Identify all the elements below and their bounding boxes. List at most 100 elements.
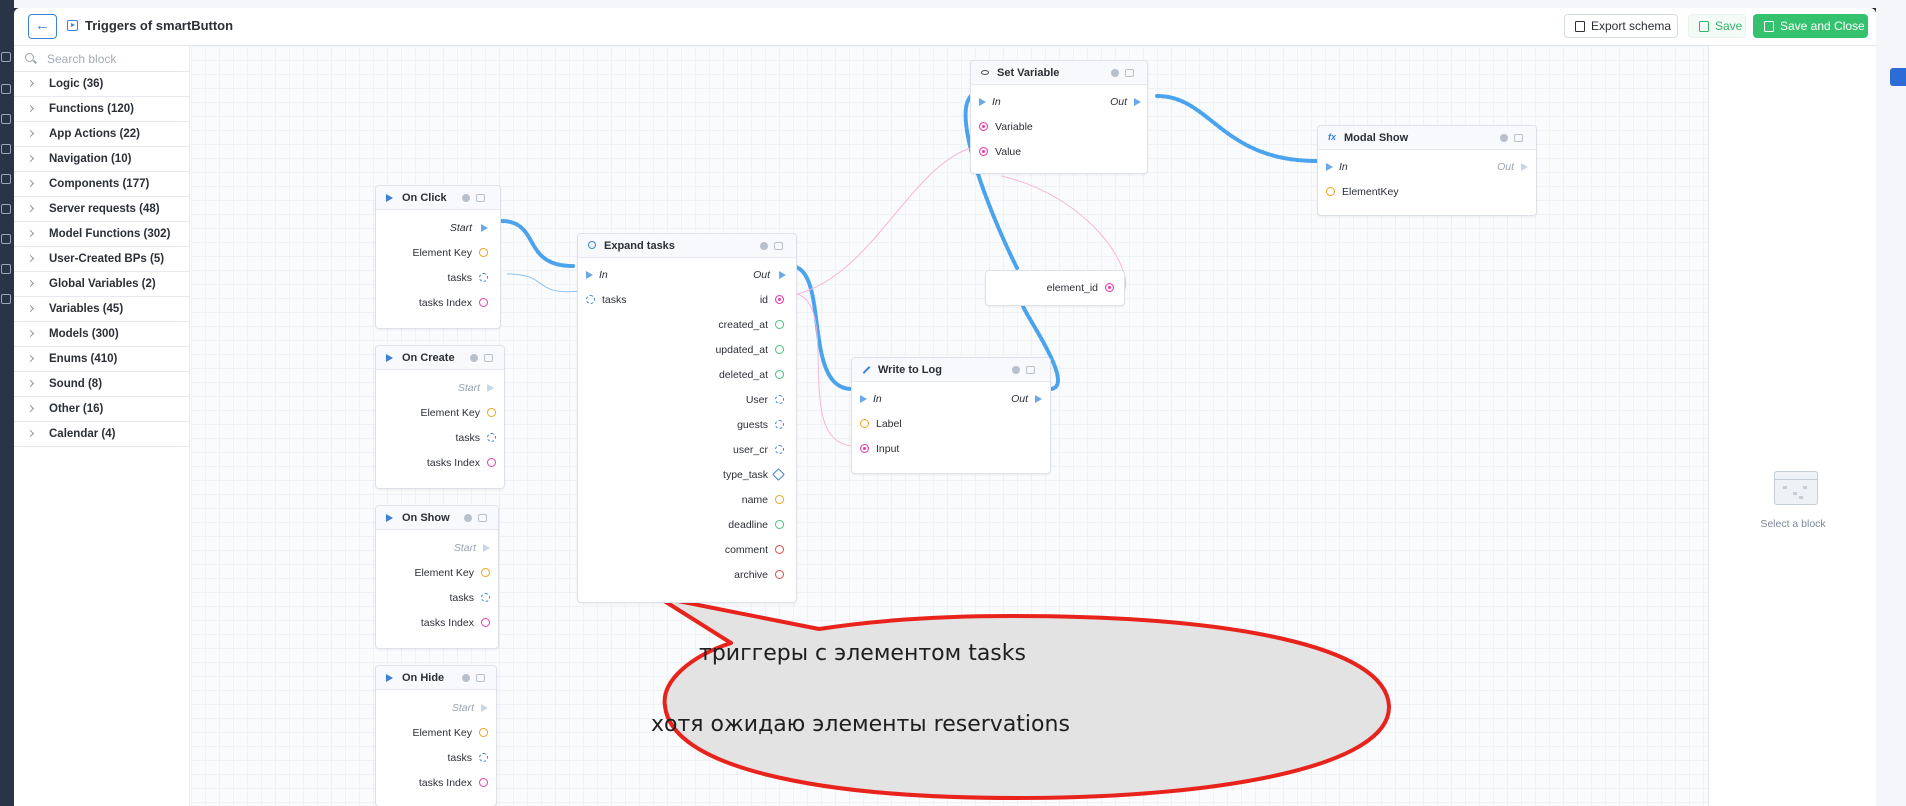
category-functions[interactable]: Functions (120) — [14, 97, 190, 122]
data-pin[interactable] — [481, 593, 490, 602]
category-components[interactable]: Components (177) — [14, 172, 190, 197]
exec-out-pin[interactable] — [1134, 98, 1141, 106]
pin-start: Start — [457, 382, 480, 394]
exec-out-pin[interactable] — [481, 224, 488, 232]
save-and-close-button[interactable]: Save and Close — [1753, 14, 1868, 38]
category-models[interactable]: Models (300) — [14, 322, 190, 347]
image-icon — [1, 234, 11, 244]
category-calendar[interactable]: Calendar (4) — [14, 422, 190, 447]
export-schema-button[interactable]: Export schema — [1564, 14, 1678, 38]
category-variables[interactable]: Variables (45) — [14, 297, 190, 322]
node-modal-show[interactable]: fx Modal Show In Out ElementKey — [1317, 125, 1537, 216]
comment-icon[interactable] — [476, 674, 485, 682]
exec-out-pin[interactable] — [483, 544, 490, 552]
chevron-right-icon — [26, 404, 35, 413]
exec-in-pin[interactable] — [586, 271, 593, 279]
node-set-variable[interactable]: Set Variable In Out Variable Value — [970, 60, 1148, 174]
comment-icon[interactable] — [1125, 69, 1134, 77]
category-label: Enums (410) — [49, 353, 118, 365]
node-on-create[interactable]: On Create Start Element Key tasks tasks … — [375, 345, 505, 489]
category-enums[interactable]: Enums (410) — [14, 347, 190, 372]
data-pin[interactable] — [860, 444, 869, 453]
background-app-right — [1876, 0, 1906, 806]
exec-out-pin[interactable] — [779, 271, 786, 279]
data-pin[interactable] — [479, 298, 488, 307]
data-pin[interactable] — [775, 545, 784, 554]
exec-out-pin[interactable] — [487, 384, 494, 392]
annotation-line-2: хотя ожидаю элементы reservations — [651, 712, 1070, 737]
help-icon[interactable] — [470, 354, 478, 362]
wire-id-log — [796, 293, 856, 447]
data-pin[interactable] — [479, 273, 488, 282]
exec-out-pin[interactable] — [1035, 395, 1042, 403]
pin-output: comment — [724, 544, 768, 556]
node-on-show[interactable]: On Show Start Element Key tasks tasks In… — [375, 505, 499, 649]
category-app-actions[interactable]: App Actions (22) — [14, 122, 190, 147]
data-pin[interactable] — [487, 458, 496, 467]
category-logic[interactable]: Logic (36) — [14, 72, 190, 97]
data-pin[interactable] — [979, 147, 988, 156]
data-pin[interactable] — [1105, 283, 1114, 292]
data-pin[interactable] — [1326, 187, 1335, 196]
data-pin[interactable] — [775, 345, 784, 354]
category-other[interactable]: Other (16) — [14, 397, 190, 422]
node-element-id[interactable]: element_id — [985, 270, 1125, 306]
category-sound[interactable]: Sound (8) — [14, 372, 190, 397]
data-pin[interactable] — [775, 445, 784, 454]
comment-icon[interactable] — [484, 354, 493, 362]
help-icon[interactable] — [462, 194, 470, 202]
data-pin[interactable] — [481, 618, 490, 627]
pencil-icon — [1, 84, 11, 94]
data-pin[interactable] — [775, 370, 784, 379]
data-pin[interactable] — [481, 568, 490, 577]
category-server-requests[interactable]: Server requests (48) — [14, 197, 190, 222]
node-expand-tasks[interactable]: Expand tasks In Out tasks id created_at … — [577, 233, 797, 603]
data-pin[interactable] — [772, 468, 785, 481]
data-pin[interactable] — [479, 753, 488, 762]
help-icon[interactable] — [760, 242, 768, 250]
data-pin[interactable] — [479, 778, 488, 787]
save-button[interactable]: Save — [1688, 14, 1746, 38]
exec-in-pin[interactable] — [1326, 163, 1333, 171]
data-pin[interactable] — [860, 419, 869, 428]
comment-icon[interactable] — [1514, 134, 1523, 142]
data-pin[interactable] — [775, 570, 784, 579]
node-on-hide[interactable]: On Hide Start Element Key tasks tasks In… — [375, 665, 497, 806]
help-icon[interactable] — [462, 674, 470, 682]
data-pin[interactable] — [775, 395, 784, 404]
search-input[interactable] — [47, 50, 182, 68]
comment-icon[interactable] — [774, 242, 783, 250]
help-icon[interactable] — [1111, 69, 1119, 77]
exec-out-pin[interactable] — [481, 704, 488, 712]
data-pin[interactable] — [775, 295, 784, 304]
category-user-created-bps[interactable]: User-Created BPs (5) — [14, 247, 190, 272]
help-icon[interactable] — [1012, 366, 1020, 374]
back-button[interactable]: ← — [28, 14, 57, 39]
category-global-variables[interactable]: Global Variables (2) — [14, 272, 190, 297]
exec-in-pin[interactable] — [979, 98, 986, 106]
help-icon[interactable] — [1500, 134, 1508, 142]
exec-out-pin[interactable] — [1521, 163, 1528, 171]
help-icon[interactable] — [464, 514, 472, 522]
blueprint-canvas[interactable]: On Click Start Element Key tasks tasks I… — [191, 46, 1708, 806]
data-pin[interactable] — [586, 295, 595, 304]
data-pin[interactable] — [487, 433, 496, 442]
comment-icon[interactable] — [478, 514, 487, 522]
data-pin[interactable] — [775, 320, 784, 329]
node-on-click[interactable]: On Click Start Element Key tasks tasks I… — [375, 185, 501, 329]
node-write-to-log[interactable]: Write to Log In Out Label Input — [851, 357, 1051, 474]
data-pin[interactable] — [775, 495, 784, 504]
data-pin[interactable] — [775, 420, 784, 429]
category-model-functions[interactable]: Model Functions (302) — [14, 222, 190, 247]
data-pin[interactable] — [479, 248, 488, 257]
data-pin[interactable] — [479, 728, 488, 737]
comment-icon[interactable] — [1026, 366, 1035, 374]
data-pin[interactable] — [487, 408, 496, 417]
data-pin[interactable] — [775, 520, 784, 529]
comment-icon[interactable] — [476, 194, 485, 202]
exec-in-pin[interactable] — [860, 395, 867, 403]
category-label: Navigation (10) — [49, 153, 132, 165]
data-pin[interactable] — [979, 122, 988, 131]
category-navigation[interactable]: Navigation (10) — [14, 147, 190, 172]
clock-icon — [1, 174, 11, 184]
